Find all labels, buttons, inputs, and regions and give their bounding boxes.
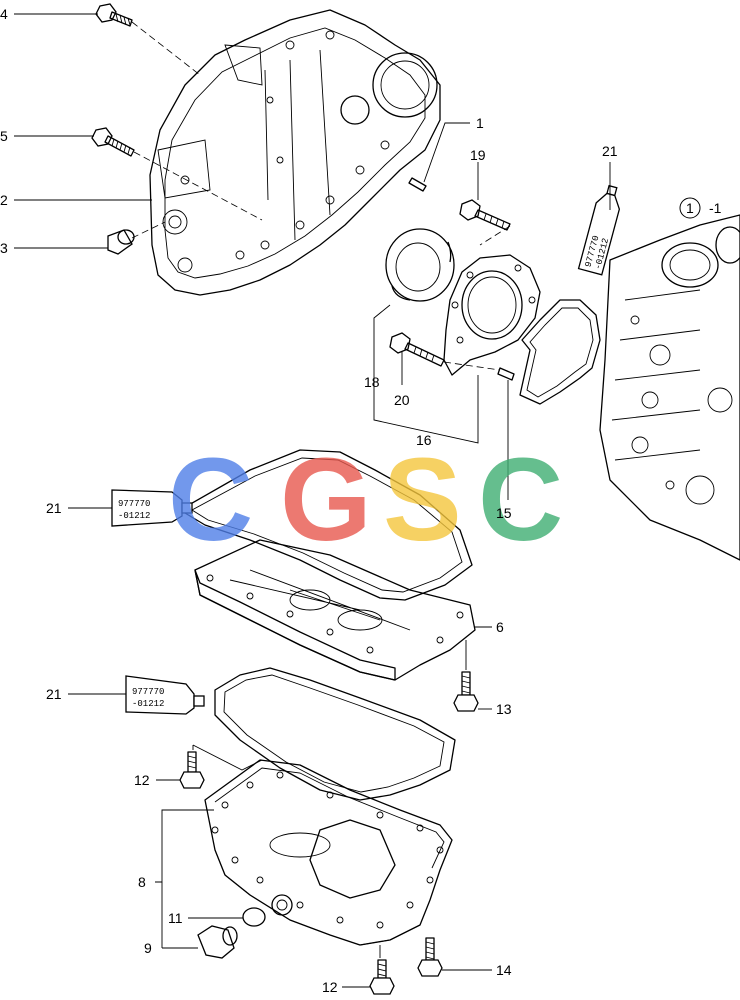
leader-lines: [14, 13, 611, 988]
callout-12-lower: 12: [322, 979, 338, 995]
washer-11: [242, 907, 266, 927]
bolt-4: [95, 3, 133, 27]
bolt-12-lower: [369, 959, 395, 995]
callout-3: 3: [0, 240, 8, 256]
dowel-pin-1: [408, 177, 427, 192]
oil-pan-spacer-6: [194, 539, 476, 681]
callout-13: 13: [496, 701, 512, 717]
callout-6: 6: [496, 619, 504, 635]
bolt-14: [417, 937, 443, 977]
sealant-tube-middle: 977770 -01212: [111, 489, 193, 527]
callout-5: 5: [0, 128, 8, 144]
callout-19: 19: [470, 147, 486, 163]
callout-18: 18: [364, 374, 380, 390]
svg-text:-1: -1: [709, 200, 722, 216]
plug-3: [107, 229, 135, 255]
watermark-letter-2: G: [280, 434, 372, 566]
oil-seal-18: [385, 228, 455, 302]
callout-16: 16: [416, 432, 432, 448]
reference-circle: 1 -1: [679, 197, 722, 219]
sealant-tube-top: 977770 -01212: [577, 184, 621, 276]
callout-4: 4: [0, 6, 8, 22]
bolt-19: [459, 199, 511, 231]
bolt-5: [91, 127, 135, 157]
watermark-letter-4: C: [478, 434, 563, 566]
callout-14: 14: [496, 962, 512, 978]
callout-21-middle: 21: [46, 500, 62, 516]
watermark-letter-3: S: [383, 434, 462, 566]
flywheel-housing: [149, 9, 441, 296]
watermark: C G S C: [168, 434, 563, 566]
svg-text:-01212: -01212: [118, 511, 150, 521]
callout-1: 1: [476, 115, 484, 131]
svg-text:977770: 977770: [118, 499, 150, 509]
cylinder-block: [599, 214, 740, 561]
callout-15: 15: [496, 505, 512, 521]
seal-retainer-16: [443, 254, 541, 376]
svg-text:-01212: -01212: [132, 699, 164, 709]
oil-pan-8: [204, 759, 453, 946]
callout-11: 11: [168, 910, 183, 926]
callouts: 4 5 2 3 1 19 21 18 20 16 15 21 6 21 13 1…: [0, 6, 618, 995]
drain-plug-9: [197, 925, 238, 959]
sealant-tube-lower: 977770 -01212: [125, 675, 205, 715]
bolt-20: [389, 332, 445, 367]
callout-12-upper: 12: [134, 772, 150, 788]
svg-text:1: 1: [686, 200, 694, 216]
callout-21-lower: 21: [46, 686, 62, 702]
bolt-12-upper: [179, 751, 205, 789]
callout-8: 8: [138, 874, 146, 890]
callout-9: 9: [144, 940, 152, 956]
callout-20: 20: [394, 392, 410, 408]
bolt-13: [453, 671, 479, 712]
gasket-lower: [214, 667, 456, 801]
dowel-pin-15: [497, 367, 515, 381]
callout-21-top: 21: [602, 143, 618, 159]
callout-2: 2: [0, 192, 8, 208]
watermark-letter-1: C: [168, 434, 253, 566]
gasket-15: [519, 299, 601, 405]
svg-text:977770: 977770: [132, 687, 164, 697]
